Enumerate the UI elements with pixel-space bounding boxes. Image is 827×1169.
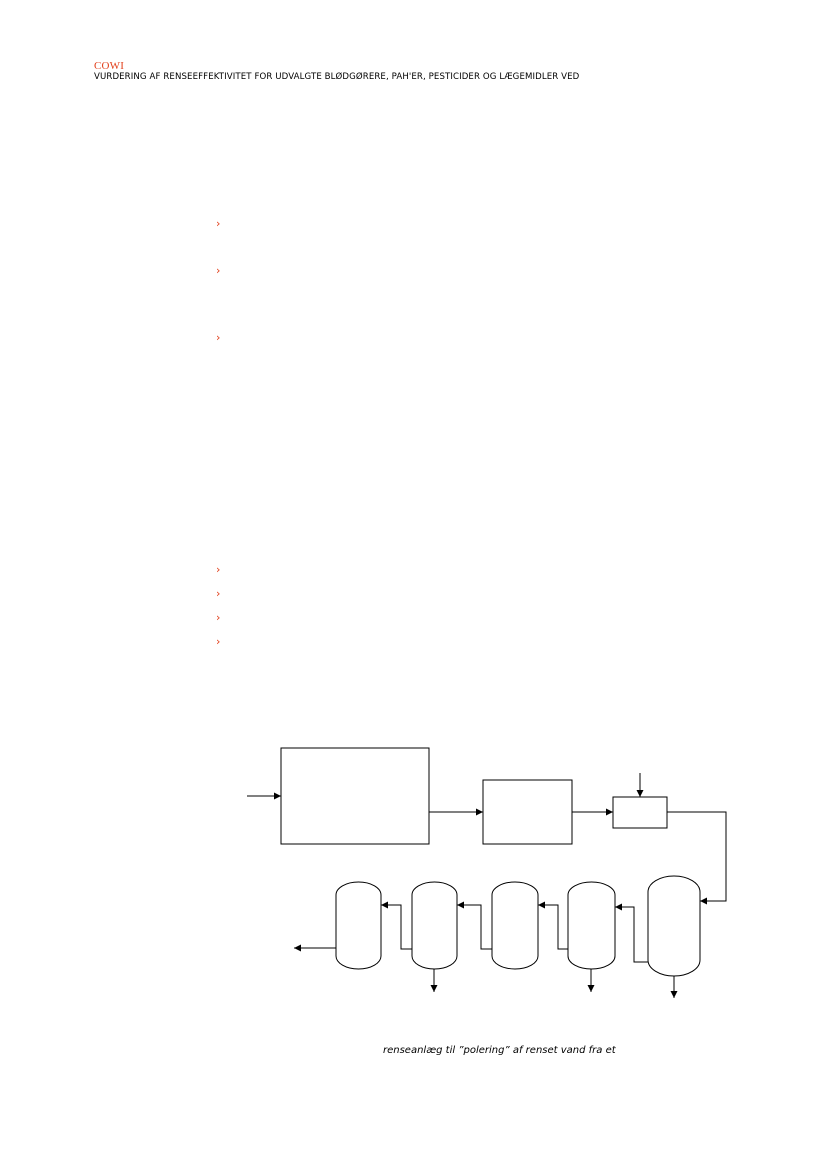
bullet-marker-1: ›	[216, 217, 221, 230]
filter-column-4	[567, 881, 616, 970]
main-tank-box	[280, 747, 430, 845]
dosing-box	[612, 796, 668, 829]
bullet-marker-6: ›	[216, 611, 221, 624]
brand-logo: COWI	[94, 60, 125, 72]
filter-column-3	[491, 881, 539, 970]
flow-arrow-3-2	[457, 901, 492, 950]
flow-pipe-to-column	[667, 811, 727, 905]
filter-column-5	[647, 875, 701, 977]
filter-column-1	[335, 881, 382, 970]
bullet-marker-2: ›	[216, 264, 221, 277]
bullet-marker-4: ›	[216, 563, 221, 576]
treatment-box	[482, 779, 573, 845]
flow-arrow-5-4	[615, 903, 648, 963]
flow-arrow-2-1	[381, 901, 412, 950]
figure-caption: renseanlæg til ”polering” af renset vand…	[383, 1045, 616, 1056]
flow-arrow-4-3	[538, 901, 568, 950]
bullet-marker-3: ›	[216, 331, 221, 344]
bullet-marker-7: ›	[216, 635, 221, 648]
filter-column-2	[411, 881, 458, 970]
bullet-marker-5: ›	[216, 587, 221, 600]
document-title: VURDERING AF RENSEEFFEKTIVITET FOR UDVAL…	[94, 72, 580, 82]
